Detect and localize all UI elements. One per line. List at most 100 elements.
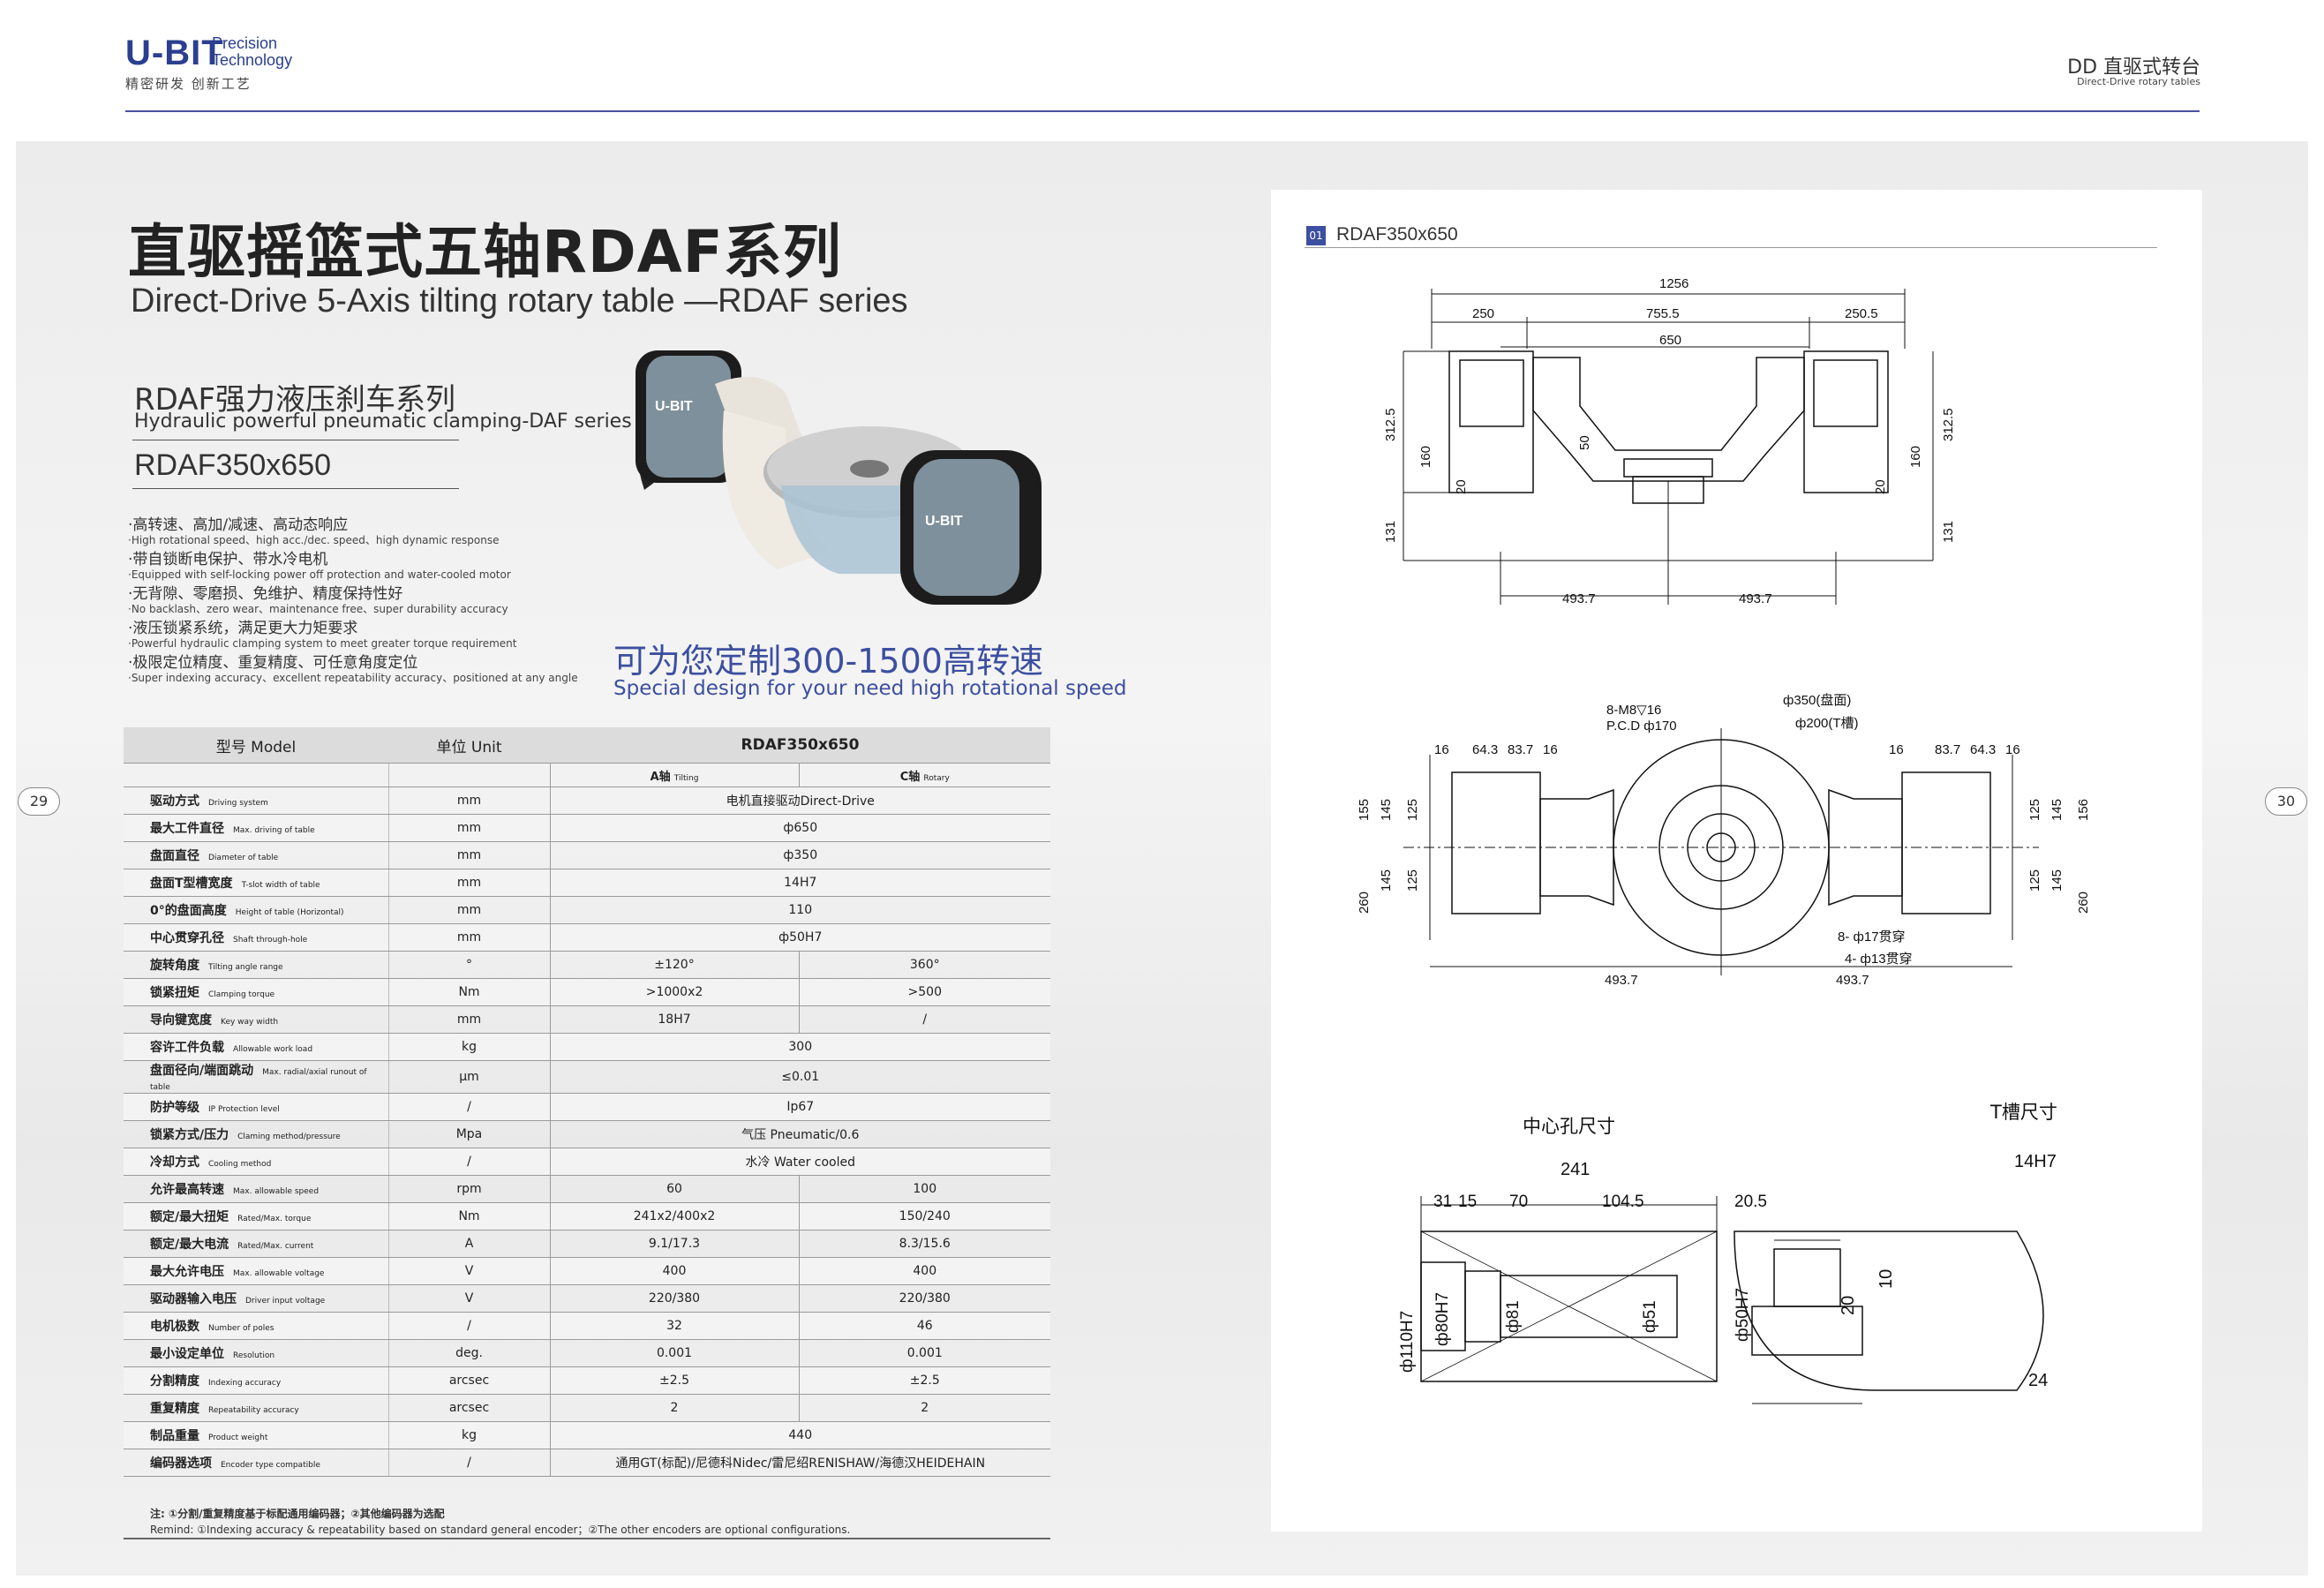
dim-104-5: 104.5 — [1602, 1193, 1644, 1211]
brand-logo: U-BIT — [125, 34, 224, 72]
spec-row-value: 14H7 — [549, 869, 1051, 897]
column-header-value: RDAF350x650 — [550, 727, 1051, 764]
dim-v260-left: 260 — [1357, 892, 1372, 914]
spec-row-unit: mm — [387, 786, 550, 815]
dim-r64: 64.3 — [1970, 742, 1996, 757]
dim-15: 15 — [1458, 1193, 1477, 1211]
sub-header-c-axis: C轴 Rotary — [798, 763, 1051, 787]
spec-row-unit: / — [387, 1093, 550, 1121]
dim-20-5: 20.5 — [1734, 1193, 1767, 1211]
series-title: RDAF强力液压刹车系列 — [134, 382, 456, 418]
dim-31: 31 — [1433, 1193, 1452, 1211]
dim-bottom-right: 493.7 — [1739, 591, 1772, 606]
dim-left-width: 250 — [1472, 306, 1494, 321]
spec-row-value-c-axis: 0.001 — [798, 1339, 1051, 1367]
drawing-index-tag: 01 — [1306, 226, 1326, 245]
feature-item: ·极限定位精度、重复精度、可任意角度定位·Super indexing accu… — [128, 654, 578, 684]
dim-v155: 155 — [1357, 799, 1372, 821]
spec-row-value: 通用GT(标配)/尼德科Nidec/雷尼绍RENISHAW/海德汉HEIDEHA… — [549, 1449, 1051, 1477]
spec-row-value: 气压 Pneumatic/0.6 — [549, 1120, 1051, 1148]
model-name: RDAF350x650 — [134, 448, 332, 482]
spec-row-value-c-axis: >500 — [798, 978, 1051, 1006]
spec-row-unit: Nm — [387, 978, 550, 1006]
dim-v145c: 145 — [2049, 799, 2065, 821]
callout-holes-13: 4- ф13贯穿 — [1845, 952, 1913, 967]
callout-pcd: P.C.D ф170 — [1606, 719, 1677, 734]
spec-row-value-c-axis: ±2.5 — [798, 1366, 1051, 1395]
t-slot-section — [1734, 1231, 2044, 1404]
spec-row-unit: ° — [387, 951, 550, 979]
dim-phi51: ф51 — [1641, 1300, 1659, 1333]
model-divider — [132, 488, 459, 489]
spec-row-value-a-axis: 32 — [549, 1312, 799, 1340]
technical-drawings: 1256 250 755.5 250.5 650 312.5 312.5 160… — [1357, 276, 2091, 1404]
spec-row-value-a-axis: 400 — [549, 1257, 799, 1285]
dim-v125d: 125 — [2027, 869, 2042, 892]
center-hole-title: 中心孔尺寸 — [1523, 1116, 1615, 1137]
spec-row-value-c-axis: 46 — [798, 1312, 1051, 1340]
dim-t-14h7: 14H7 — [2014, 1152, 2057, 1171]
feature-item: ·高转速、高加/减速、高动态响应·High rotational speed、h… — [128, 516, 500, 546]
dim-r16a: 16 — [1889, 742, 1904, 757]
dim-top-bottom-left: 493.7 — [1605, 973, 1638, 988]
page-title-en: Direct-Drive 5-Axis tilting rotary table… — [131, 282, 908, 320]
left-motor-glass — [646, 356, 731, 478]
right-motor-logo: U-BIT — [925, 514, 963, 529]
page-number-right: 30 — [2265, 787, 2307, 816]
spec-row-value: ф50H7 — [549, 923, 1051, 952]
spec-row-value-c-axis: 400 — [798, 1257, 1051, 1285]
dim-bottom-left: 493.7 — [1562, 591, 1596, 606]
dim-total-width: 1256 — [1659, 276, 1688, 291]
product-image: U-BIT U-BIT — [636, 350, 1042, 605]
brand-subtitle: Precision Technology — [212, 35, 292, 69]
callout-table-dia: ф350(盘面) — [1783, 692, 1851, 708]
dim-top-bottom-right: 493.7 — [1836, 973, 1869, 988]
dim-l64: 64.3 — [1472, 742, 1498, 757]
dim-70: 70 — [1509, 1193, 1528, 1211]
spec-row-unit: A — [387, 1230, 550, 1258]
spec-row-unit: kg — [387, 1421, 550, 1449]
dim-v145d: 145 — [2049, 869, 2065, 892]
spec-row-value-c-axis: 8.3/15.6 — [798, 1230, 1051, 1258]
spec-row-value-a-axis: 2 — [549, 1394, 799, 1422]
sub-header-a-axis: A轴 Tilting — [549, 763, 799, 787]
spec-row-unit: / — [387, 1449, 550, 1477]
spec-row-value: ≤0.01 — [549, 1060, 1051, 1094]
drawing-title: RDAF350x650 — [1336, 224, 1458, 245]
center-hole-section — [1420, 1196, 1718, 1382]
spec-table-header: 型号 Model 单位 Unit RDAF350x650 — [124, 727, 1051, 764]
rotary-table-center-hole — [850, 460, 889, 478]
spec-row-value-a-axis: >1000x2 — [549, 978, 799, 1006]
spec-row-unit: µm — [387, 1060, 550, 1094]
dim-right-width: 250.5 — [1845, 306, 1878, 321]
page-title: 直驱摇篮式五轴RDAF系列 — [128, 218, 842, 286]
feature-list: ·高转速、高加/减速、高动态响应·High rotational speed、h… — [128, 516, 578, 689]
spec-row-unit: kg — [387, 1033, 550, 1061]
